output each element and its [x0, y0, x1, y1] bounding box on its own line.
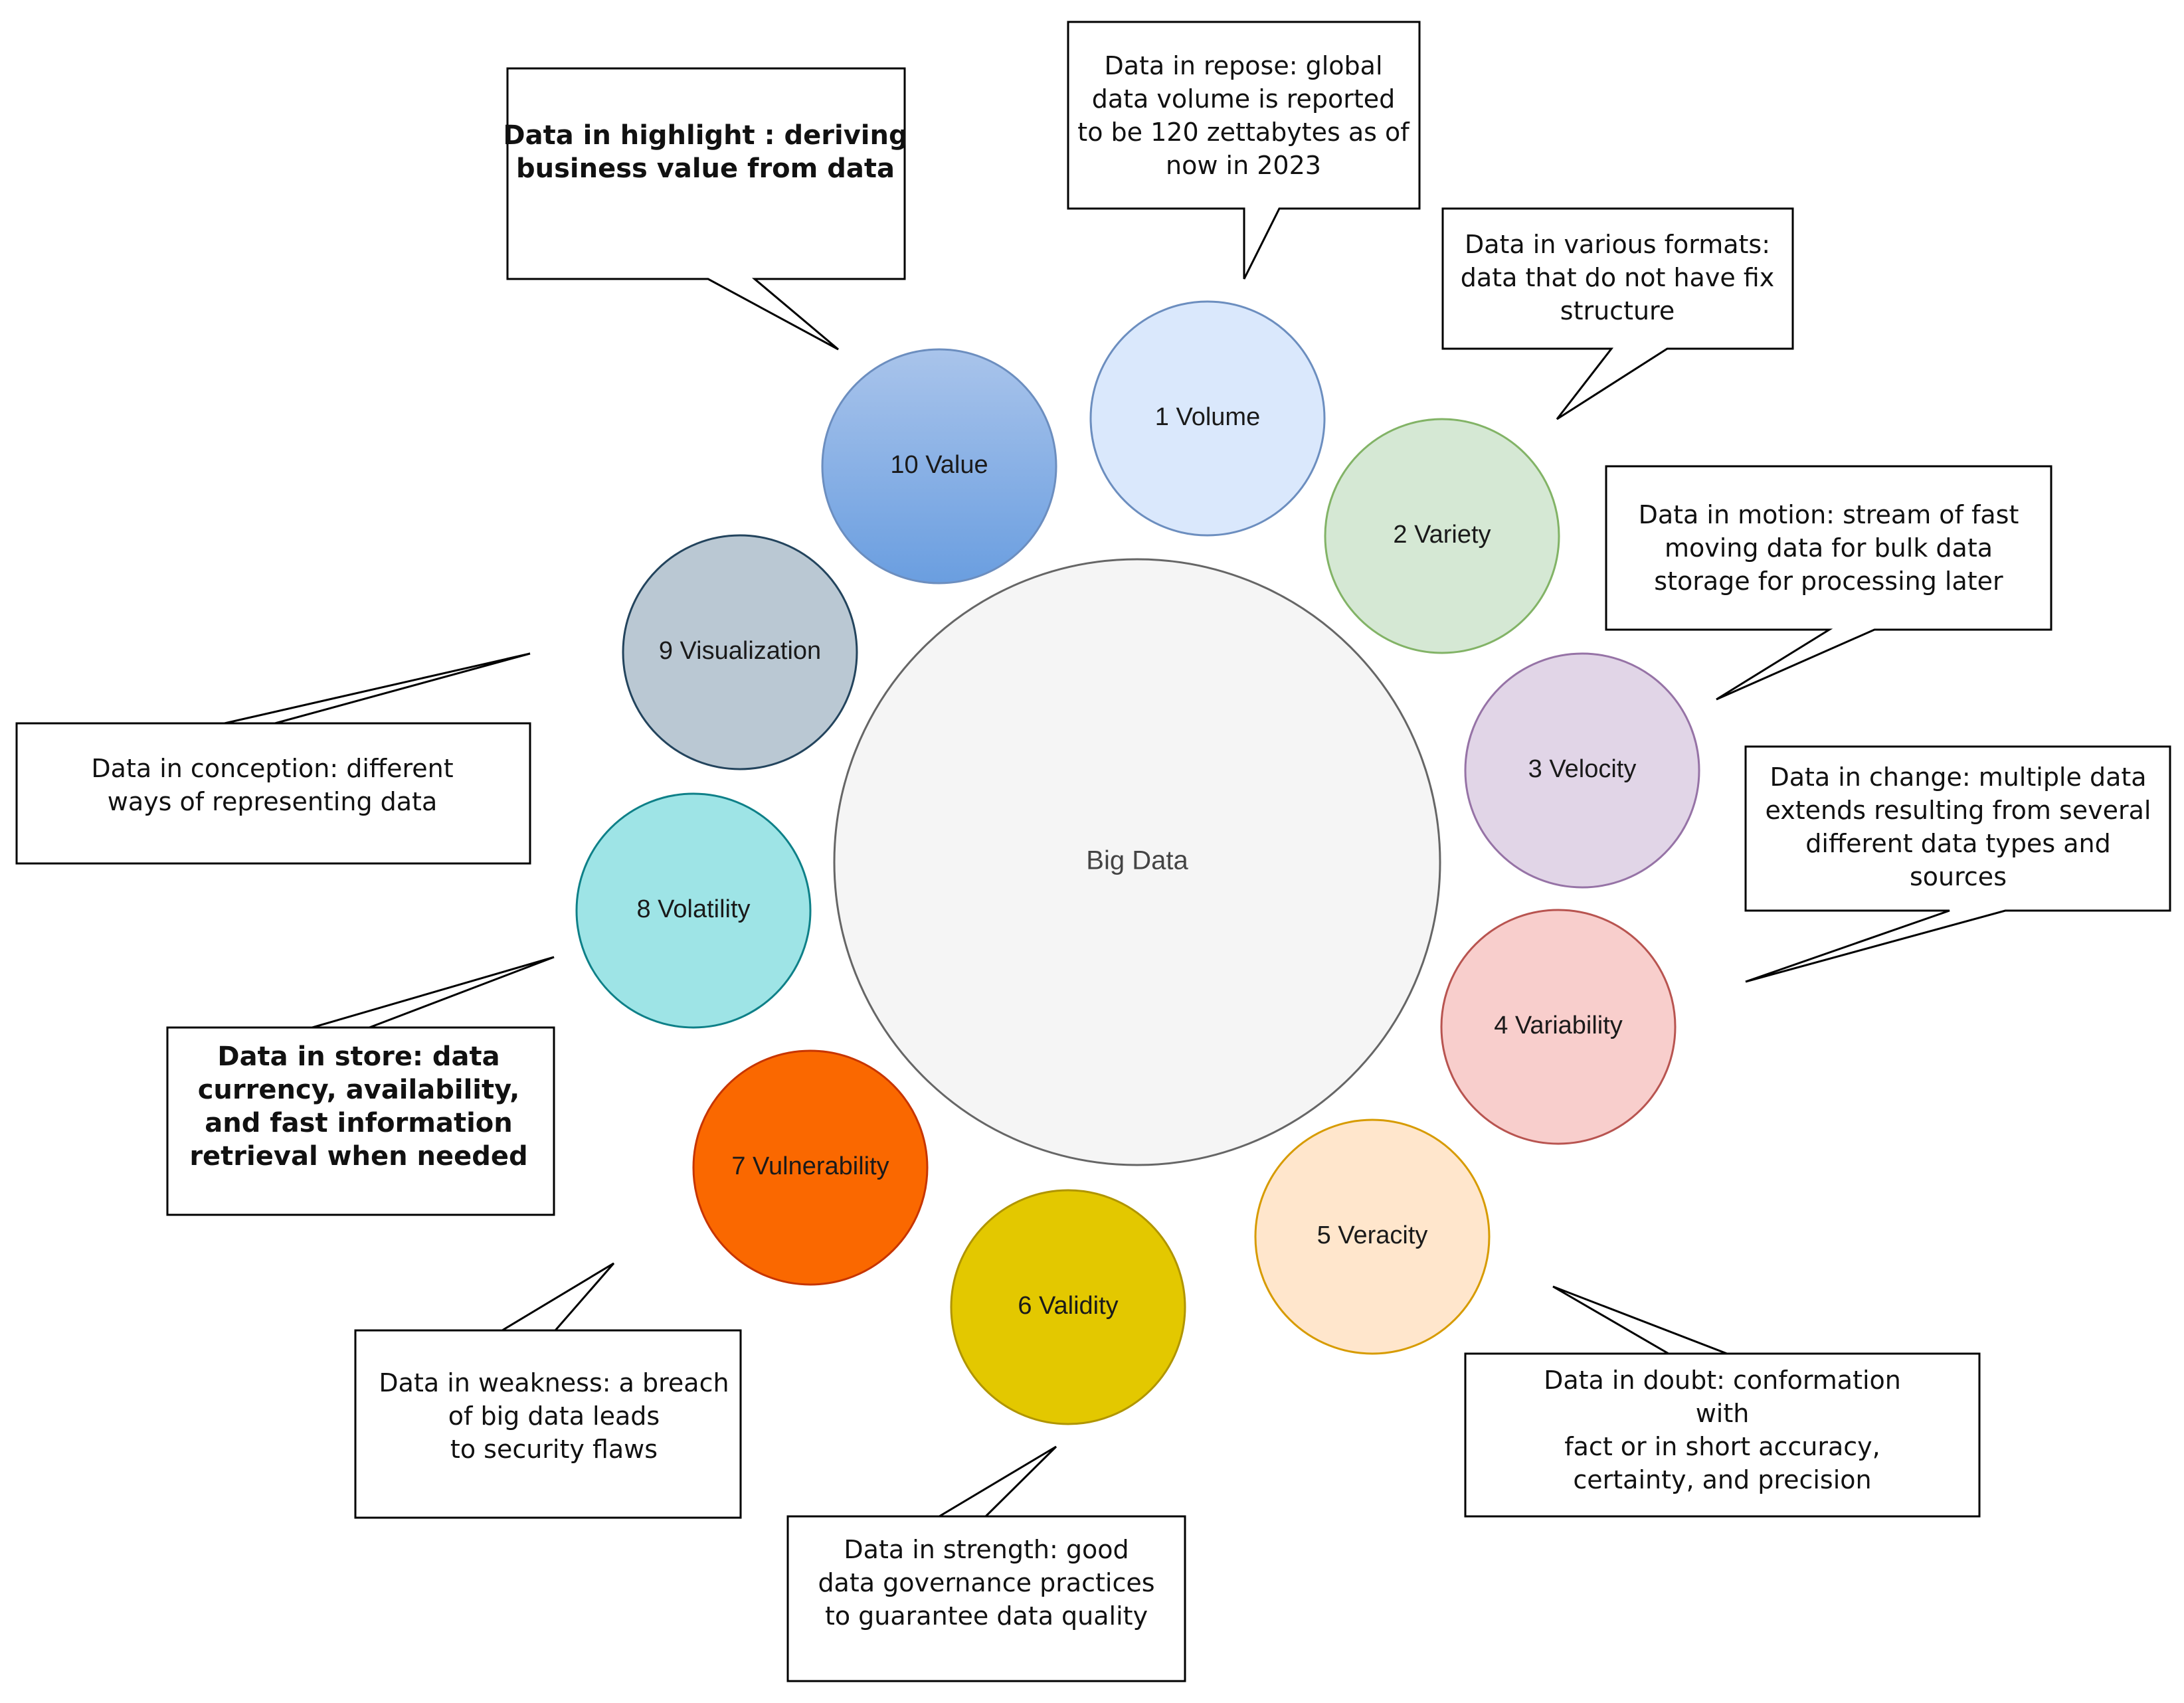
node-label: 2 Variety	[1393, 521, 1491, 549]
callout-5: Data in doubt: conformation with fact or i…	[1464, 1285, 1981, 1518]
callout-text-line: Data in strength: good	[844, 1535, 1129, 1564]
center-node: Big Data	[833, 558, 1441, 1166]
callout-box	[1605, 465, 2052, 701]
node-circle	[950, 1189, 1186, 1425]
callout-text-line: different data types and	[1805, 829, 2110, 858]
callout-4: Data in change: multiple data extends res…	[1744, 745, 2171, 983]
node-9: 9 Visualization	[622, 534, 858, 770]
node-circle	[575, 792, 812, 1029]
callout-text-line: currency, availability,	[198, 1075, 520, 1105]
callout-text-line: to guarantee data quality	[825, 1601, 1148, 1631]
node-2: 2 Variety	[1324, 418, 1560, 654]
callout-box	[166, 956, 555, 1216]
callout-box	[1067, 21, 1421, 280]
node-circle	[1254, 1119, 1491, 1355]
callout-text-line: structure	[1560, 296, 1675, 325]
callout-text-line: Data in repose: global	[1104, 51, 1382, 80]
callout-3: Data in motion: stream of fast moving dat…	[1605, 465, 2052, 701]
callout-text-line: Data in motion: stream of fast	[1639, 500, 2019, 529]
callout-text-line: moving data for bulk data	[1665, 533, 1993, 563]
callout-text-line: now in 2023	[1166, 151, 1321, 180]
callout-text-line: and fast information	[205, 1108, 513, 1138]
callout-6: Data in strength: good data governance pr…	[786, 1445, 1186, 1682]
callout-text-line: ways of representing data	[108, 787, 438, 816]
node-circle	[1324, 418, 1560, 654]
node-circle	[821, 348, 1057, 584]
node-5: 5 Veracity	[1254, 1119, 1491, 1355]
callout-box	[1464, 1285, 1981, 1518]
node-circle	[1440, 909, 1677, 1145]
node-circle	[1464, 652, 1700, 889]
callout-text-line: to security flaws	[450, 1435, 658, 1464]
node-label: 6 Validity	[1018, 1292, 1118, 1320]
callout-1: Data in repose: global data volume is rep…	[1067, 21, 1421, 280]
node-label: 3 Velocity	[1528, 755, 1637, 783]
callout-2: Data in various formats: data that do not…	[1441, 207, 1794, 420]
node-label: 8 Volatility	[636, 895, 750, 923]
node-label: 10 Value	[890, 451, 988, 479]
callout-text-line: data governance practices	[818, 1568, 1154, 1597]
callout-text-line: business value from data	[516, 153, 895, 184]
callout-text-line: Data in change: multiple data	[1770, 762, 2146, 792]
callout-box	[15, 652, 531, 865]
node-label: 5 Veracity	[1317, 1221, 1428, 1249]
callout-text-line: Data in conception: different	[91, 754, 453, 783]
node-circle	[692, 1049, 929, 1286]
center-circle	[833, 558, 1441, 1166]
callout-text-line: Data in weakness: a breach	[379, 1368, 729, 1397]
callout-9: Data in conception: different ways of rep…	[15, 652, 531, 865]
callout-text-line: certainty, and precision	[1573, 1465, 1871, 1494]
node-4: 4 Variability	[1440, 909, 1677, 1145]
callout-text-line: data volume is reported	[1092, 84, 1396, 114]
node-10: 10 Value	[821, 348, 1057, 584]
callout-box	[354, 1262, 742, 1519]
callout-text-line: to be 120 zettabytes as of	[1077, 118, 1410, 147]
callout-text-line: data that do not have fix	[1461, 263, 1774, 292]
node-7: 7 Vulnerability	[692, 1049, 929, 1286]
callout-text-line: storage for processing later	[1654, 567, 2003, 596]
callout-box	[1744, 745, 2171, 983]
node-1: 1 Volume	[1089, 300, 1326, 537]
callout-7: Data in weakness: a breach of big data le…	[354, 1262, 742, 1519]
callout-text-line: with	[1696, 1399, 1750, 1428]
node-3: 3 Velocity	[1464, 652, 1700, 889]
callout-text-line: Data in doubt: conformation	[1544, 1366, 1901, 1395]
callout-text-line: Data in highlight : deriving	[503, 120, 907, 151]
callout-text-line: Data in store: data	[217, 1041, 500, 1072]
node-6: 6 Validity	[950, 1189, 1186, 1425]
node-label: 7 Vulnerability	[731, 1152, 889, 1180]
callout-text-line: Data in various formats:	[1465, 230, 1770, 259]
callout-text-line: sources	[1910, 862, 2007, 891]
callout-box	[786, 1445, 1186, 1682]
node-label: 4 Variability	[1494, 1012, 1623, 1039]
node-label: 9 Visualization	[659, 637, 821, 665]
callout-text-line: fact or in short accuracy,	[1564, 1432, 1880, 1461]
node-circle	[1089, 300, 1326, 537]
node-label: 1 Volume	[1155, 403, 1260, 431]
node-8: 8 Volatility	[575, 792, 812, 1029]
callout-text-line: of big data leads	[448, 1401, 660, 1431]
callout-box	[1441, 207, 1794, 420]
node-circle	[622, 534, 858, 770]
callout-box	[506, 67, 906, 351]
center-label: Big Data	[1086, 846, 1188, 875]
callout-text-line: retrieval when needed	[189, 1141, 527, 1172]
callout-text-line: extends resulting from several	[1766, 796, 2151, 825]
